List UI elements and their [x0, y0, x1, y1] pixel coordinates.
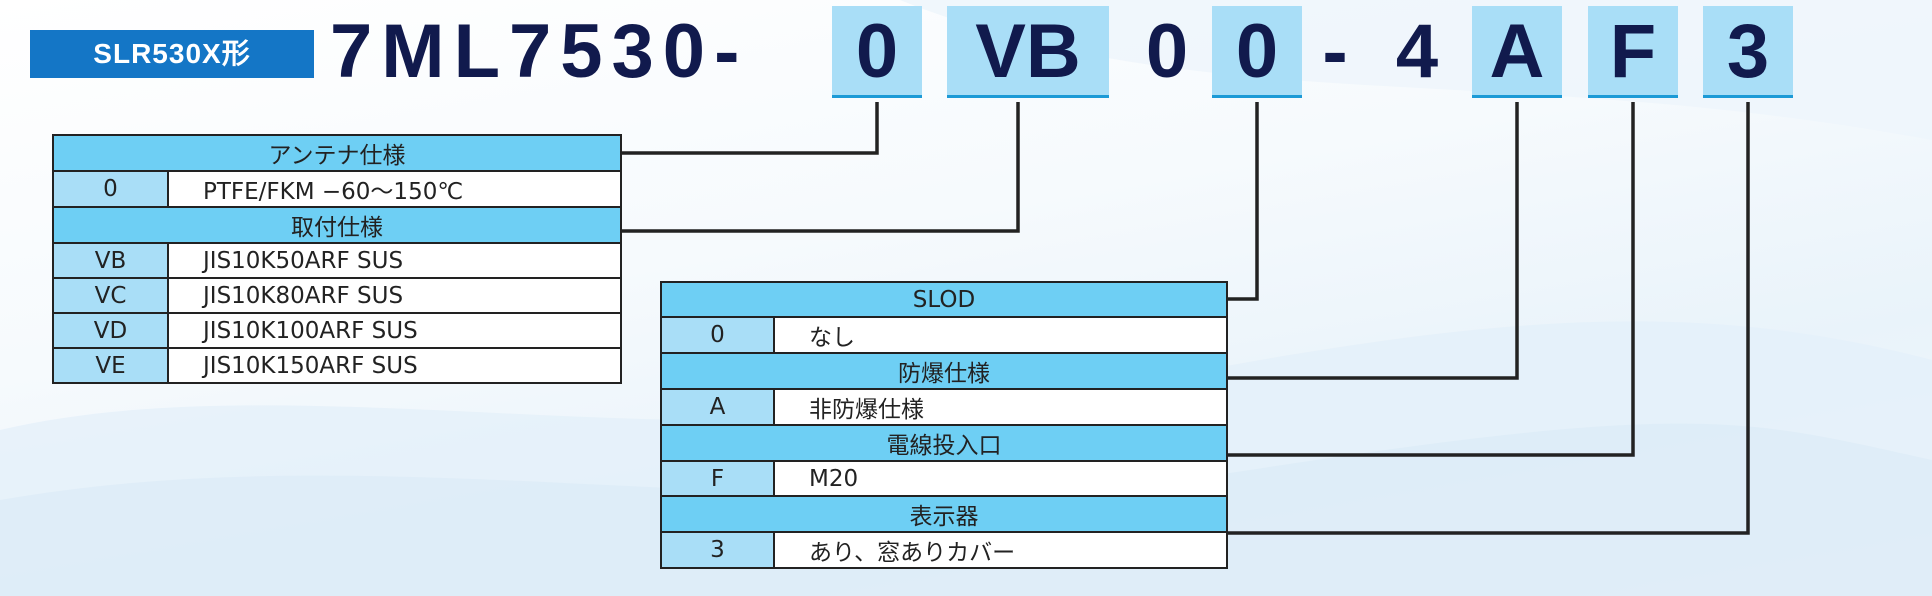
mount-desc: JIS10K100ARF SUS	[167, 312, 622, 349]
table-row: 0 なし	[660, 316, 1229, 354]
cable-code: F	[660, 460, 775, 497]
antenna-header: アンテナ仕様	[52, 134, 622, 172]
left-spec-table: アンテナ仕様 0 PTFE/FKM −60〜150℃ 取付仕様 VB JIS10…	[52, 134, 622, 384]
slod-code: 0	[660, 316, 775, 354]
table-row: A 非防爆仕様	[660, 388, 1229, 426]
code-antenna-box: 0	[832, 6, 922, 98]
display-desc: あり、窓ありカバー	[772, 531, 1229, 569]
mount-code: VB	[52, 242, 169, 279]
code-prefix: 7ML7530-	[330, 9, 749, 94]
code-fixed-four: 4	[1395, 9, 1439, 94]
code-display-box: 3	[1703, 6, 1793, 98]
table-row: 0 PTFE/FKM −60〜150℃	[52, 170, 622, 208]
mount-code: VD	[52, 312, 169, 349]
model-badge: SLR530X形	[30, 30, 314, 78]
connector-antenna	[620, 102, 879, 155]
connector-slod	[1226, 102, 1259, 301]
code-slod-box: 0	[1212, 6, 1302, 98]
table-row: VC JIS10K80ARF SUS	[52, 277, 622, 314]
display-code: 3	[660, 531, 775, 569]
connector-mount	[620, 102, 1020, 233]
connector-explosion	[1226, 102, 1519, 380]
cable-header: 電線投入口	[659, 424, 1229, 462]
cable-desc: M20	[772, 460, 1229, 497]
code-explosion-box: A	[1472, 6, 1562, 98]
antenna-desc: PTFE/FKM −60〜150℃	[167, 170, 622, 208]
mount-code: VE	[52, 347, 169, 384]
display-header: 表示器	[659, 495, 1229, 533]
connector-display	[1226, 102, 1750, 535]
explosion-header: 防爆仕様	[659, 352, 1229, 390]
mount-desc: JIS10K150ARF SUS	[167, 347, 622, 384]
slod-header: SLOD	[659, 281, 1229, 318]
mount-desc: JIS10K80ARF SUS	[167, 277, 622, 314]
table-row: VB JIS10K50ARF SUS	[52, 242, 622, 279]
code-dash: -	[1322, 9, 1348, 94]
explosion-desc: 非防爆仕様	[772, 388, 1229, 426]
table-row: 3 あり、窓ありカバー	[660, 531, 1229, 569]
code-fixed-zero: 0	[1145, 9, 1189, 94]
antenna-code: 0	[52, 170, 169, 208]
table-row: VE JIS10K150ARF SUS	[52, 347, 622, 384]
mount-header: 取付仕様	[52, 206, 622, 244]
connector-cable	[1226, 102, 1635, 457]
right-spec-table: SLOD 0 なし 防爆仕様 A 非防爆仕様 電線投入口 F M20 表示器 3…	[659, 281, 1229, 569]
mount-code: VC	[52, 277, 169, 314]
mount-desc: JIS10K50ARF SUS	[167, 242, 622, 279]
explosion-code: A	[660, 388, 775, 426]
table-row: F M20	[660, 460, 1229, 497]
slod-desc: なし	[772, 316, 1229, 354]
code-cable-box: F	[1588, 6, 1678, 98]
table-row: VD JIS10K100ARF SUS	[52, 312, 622, 349]
code-mount-box: VB	[947, 6, 1109, 98]
